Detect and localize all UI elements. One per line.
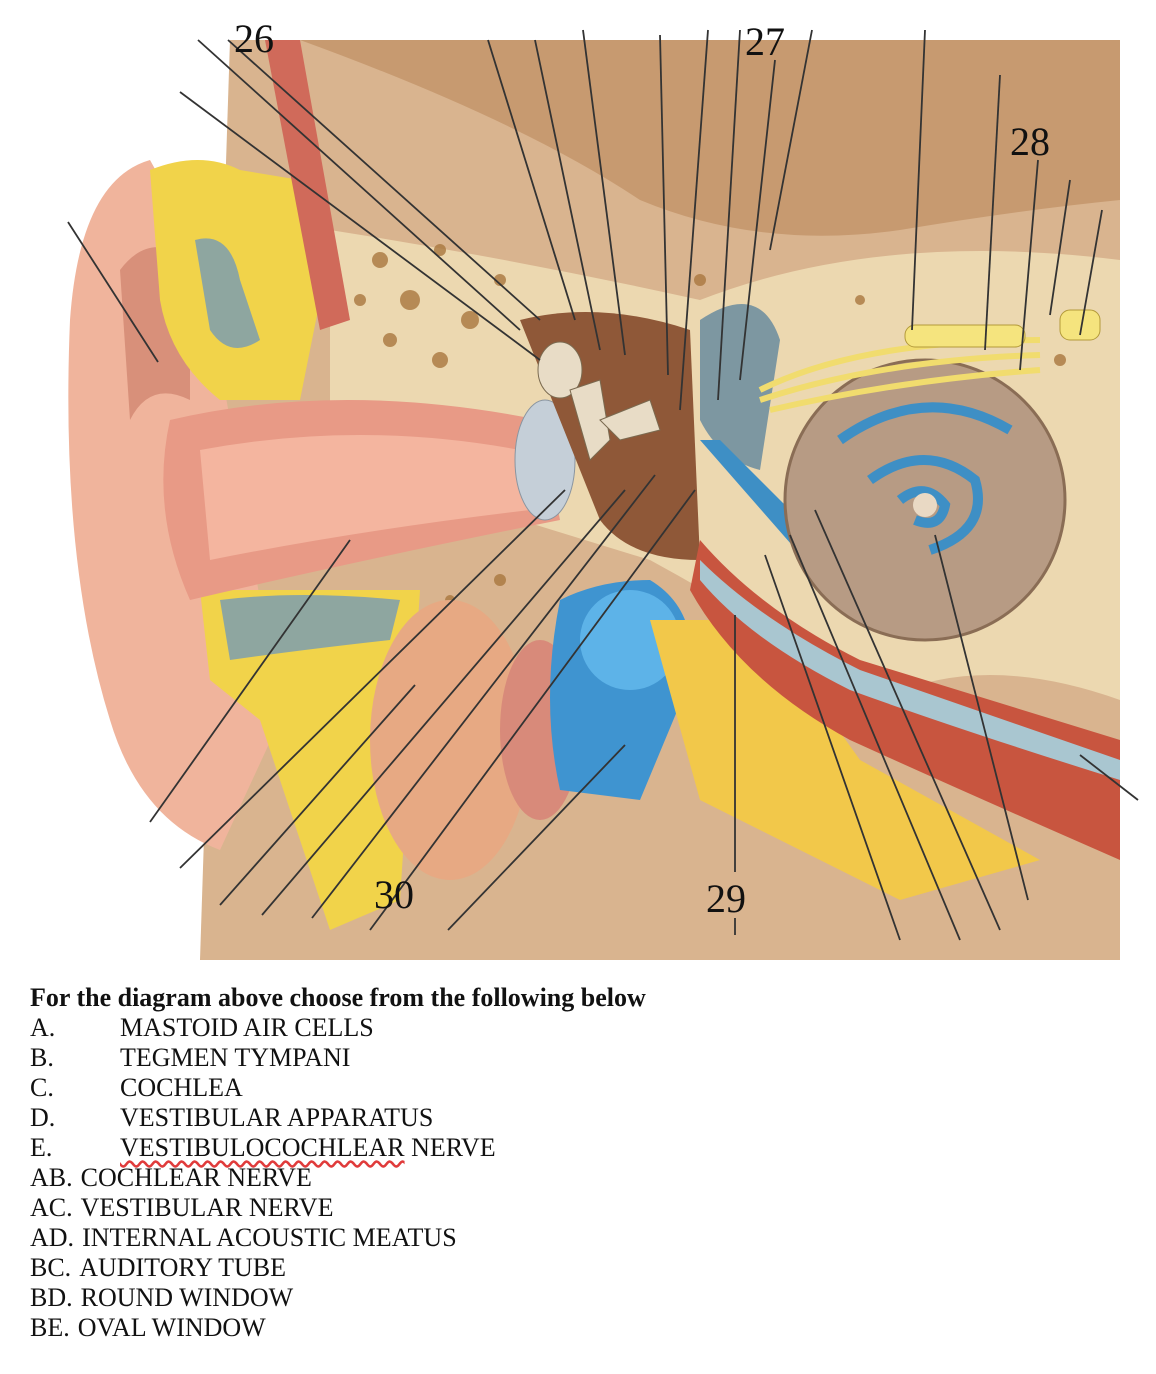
option-d: D. VESTIBULAR APPARATUS	[30, 1103, 1130, 1133]
question-heading: For the diagram above choose from the fo…	[30, 983, 646, 1012]
option-be: BE. OVAL WINDOW	[30, 1313, 1130, 1343]
cartilage-upper-gray	[195, 238, 260, 348]
question-block: For the diagram above choose from the fo…	[30, 983, 1130, 1343]
option-letter: BE.	[30, 1313, 70, 1342]
facial-nerve	[904, 324, 1026, 348]
cartilage-lower-gray	[220, 595, 400, 660]
option-letter: AD.	[30, 1223, 75, 1252]
cochlear-spiral	[837, 402, 1013, 555]
option-text: COCHLEA	[120, 1073, 243, 1102]
option-text: VESTIBULAR APPARATUS	[120, 1103, 434, 1132]
option-bc: BC. AUDITORY TUBE	[30, 1253, 1130, 1283]
temporalis-muscle	[265, 40, 350, 330]
option-e: E. VESTIBULOCOCHLEAR NERVE	[30, 1133, 1130, 1163]
option-bd: BD. ROUND WINDOW	[30, 1283, 1130, 1313]
option-letter: A.	[30, 1013, 56, 1042]
label-30: 30	[374, 872, 414, 917]
canal-inner	[200, 435, 530, 560]
option-letter: E.	[30, 1133, 53, 1162]
ear-anatomy-diagram: 26 27 28 29 30	[67, 16, 1139, 960]
label-28: 28	[1010, 119, 1050, 164]
option-ad: AD. INTERNAL ACOUSTIC MEATUS	[30, 1223, 1130, 1253]
label-26: 26	[234, 16, 274, 61]
option-letter: AB.	[30, 1163, 73, 1192]
option-b: B. TEGMEN TYMPANI	[30, 1043, 1130, 1073]
option-ab: AB. COCHLEAR NERVE	[30, 1163, 1130, 1193]
lower-fat	[650, 620, 1040, 900]
nerve-stump	[1059, 309, 1101, 341]
option-text: INTERNAL ACOUSTIC MEATUS	[82, 1223, 457, 1252]
spellcheck-underlined-word: VESTIBULOCOCHLEAR	[120, 1133, 405, 1162]
option-text: MASTOID AIR CELLS	[120, 1013, 374, 1042]
option-text: AUDITORY TUBE	[79, 1253, 286, 1282]
label-27: 27	[745, 19, 785, 64]
option-letter: BD.	[30, 1283, 73, 1312]
option-text: VESTIBULAR NERVE	[80, 1193, 334, 1222]
label-29: 29	[706, 876, 746, 921]
tympanic-membrane	[514, 399, 576, 521]
option-letter: C.	[30, 1073, 54, 1102]
option-text: VESTIBULOCOCHLEAR NERVE	[120, 1133, 496, 1163]
option-text: COCHLEAR NERVE	[80, 1163, 312, 1192]
option-letter: B.	[30, 1043, 54, 1072]
option-text-rest: NERVE	[404, 1133, 496, 1162]
option-text: TEGMEN TYMPANI	[120, 1043, 351, 1072]
option-ac: AC. VESTIBULAR NERVE	[30, 1193, 1130, 1223]
option-text: OVAL WINDOW	[77, 1313, 266, 1342]
vestibular-apparatus	[700, 304, 780, 470]
option-a: A. MASTOID AIR CELLS	[30, 1013, 1130, 1043]
option-c: C. COCHLEA	[30, 1073, 1130, 1103]
option-letter: D.	[30, 1103, 56, 1132]
auditory-ossicles	[537, 341, 661, 461]
modiolus	[913, 493, 937, 517]
option-letter: AC.	[30, 1193, 73, 1222]
cranial-surface	[300, 40, 1120, 236]
option-text: ROUND WINDOW	[80, 1283, 294, 1312]
option-letter: BC.	[30, 1253, 72, 1282]
jugular-lumen	[580, 590, 680, 690]
auditory-tube-lining	[700, 560, 1120, 780]
leader-lines	[67, 29, 1139, 941]
